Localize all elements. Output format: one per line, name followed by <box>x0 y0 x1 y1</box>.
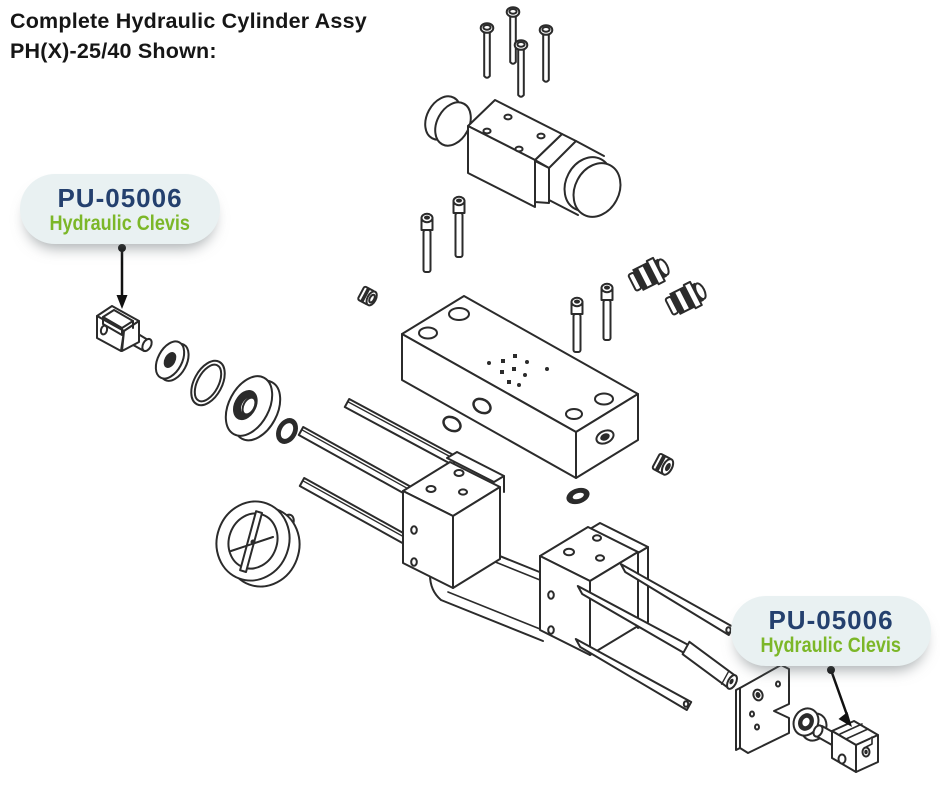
part-small-o-ring-flat <box>566 487 590 505</box>
part-hex-plug <box>357 285 378 307</box>
part-rear-tie-rods <box>574 563 738 711</box>
callout-right-clevis: PU-05006 Hydraulic Clevis <box>731 596 931 666</box>
part-adjustment-knob <box>215 500 301 588</box>
part-mounting-plate <box>735 664 790 754</box>
part-valve-bolts <box>420 195 466 273</box>
callout-arrow-right <box>827 666 852 727</box>
part-rear-end-cap <box>539 522 649 656</box>
part-pivot-bushing <box>792 707 828 742</box>
part-rear-hydraulic-clevis <box>812 720 879 773</box>
part-front-hydraulic-clevis <box>96 305 153 353</box>
part-mounting-pins <box>479 6 554 98</box>
title-line-2: PH(X)-25/40 Shown: <box>10 39 217 63</box>
part-jam-nut <box>651 452 675 476</box>
part-front-tie-rods <box>297 398 459 547</box>
part-manifold-screws <box>570 282 614 353</box>
part-rod-seal-stack <box>154 340 298 444</box>
part-front-end-cap <box>402 451 505 589</box>
callout-left-clevis: PU-05006 Hydraulic Clevis <box>20 174 220 244</box>
callout-arrow-left <box>116 244 128 309</box>
part-solenoid-valve <box>424 95 622 218</box>
part-number-label: PU-05006 <box>57 182 183 213</box>
part-name-label: Hydraulic Clevis <box>760 633 902 657</box>
part-name-label: Hydraulic Clevis <box>49 211 191 235</box>
title-line-1: Complete Hydraulic Cylinder Assy <box>10 9 367 33</box>
page-title: Complete Hydraulic Cylinder Assy PH(X)-2… <box>10 6 440 66</box>
part-number-label: PU-05006 <box>768 604 894 635</box>
part-piston-rod <box>681 640 738 690</box>
part-manifold-block <box>401 295 639 479</box>
part-hydraulic-fittings <box>627 256 707 316</box>
